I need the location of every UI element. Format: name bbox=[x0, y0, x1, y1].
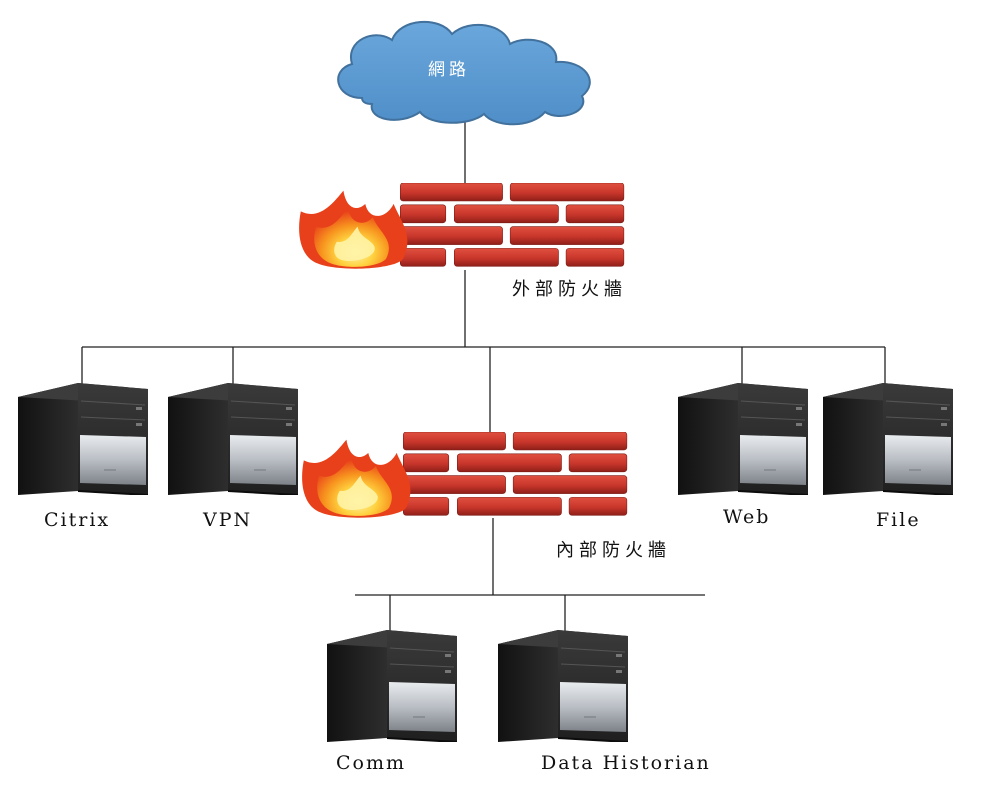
vpn-server-icon bbox=[168, 383, 298, 495]
vpn-label: VPN bbox=[203, 509, 253, 531]
web-label: Web bbox=[723, 506, 771, 528]
comm-label: Comm bbox=[336, 752, 407, 774]
internal-firewall-icon bbox=[301, 432, 628, 519]
external-firewall-icon bbox=[298, 183, 625, 270]
citrix-server-icon bbox=[18, 383, 148, 495]
file-server-icon bbox=[823, 383, 953, 495]
cloud-icon bbox=[337, 21, 591, 126]
data-historian-server-icon bbox=[498, 630, 628, 742]
data-historian-label: Data Historian bbox=[541, 752, 711, 774]
network-label: 網路 bbox=[428, 60, 470, 80]
comm-server-icon bbox=[327, 630, 457, 742]
internal-firewall-label: 內部防火牆 bbox=[556, 540, 671, 561]
external-firewall-label: 外部防火牆 bbox=[512, 279, 627, 300]
connection-lines bbox=[81, 118, 886, 632]
web-server-icon bbox=[678, 383, 808, 495]
citrix-label: Citrix bbox=[44, 509, 111, 531]
file-label: File bbox=[876, 509, 921, 531]
